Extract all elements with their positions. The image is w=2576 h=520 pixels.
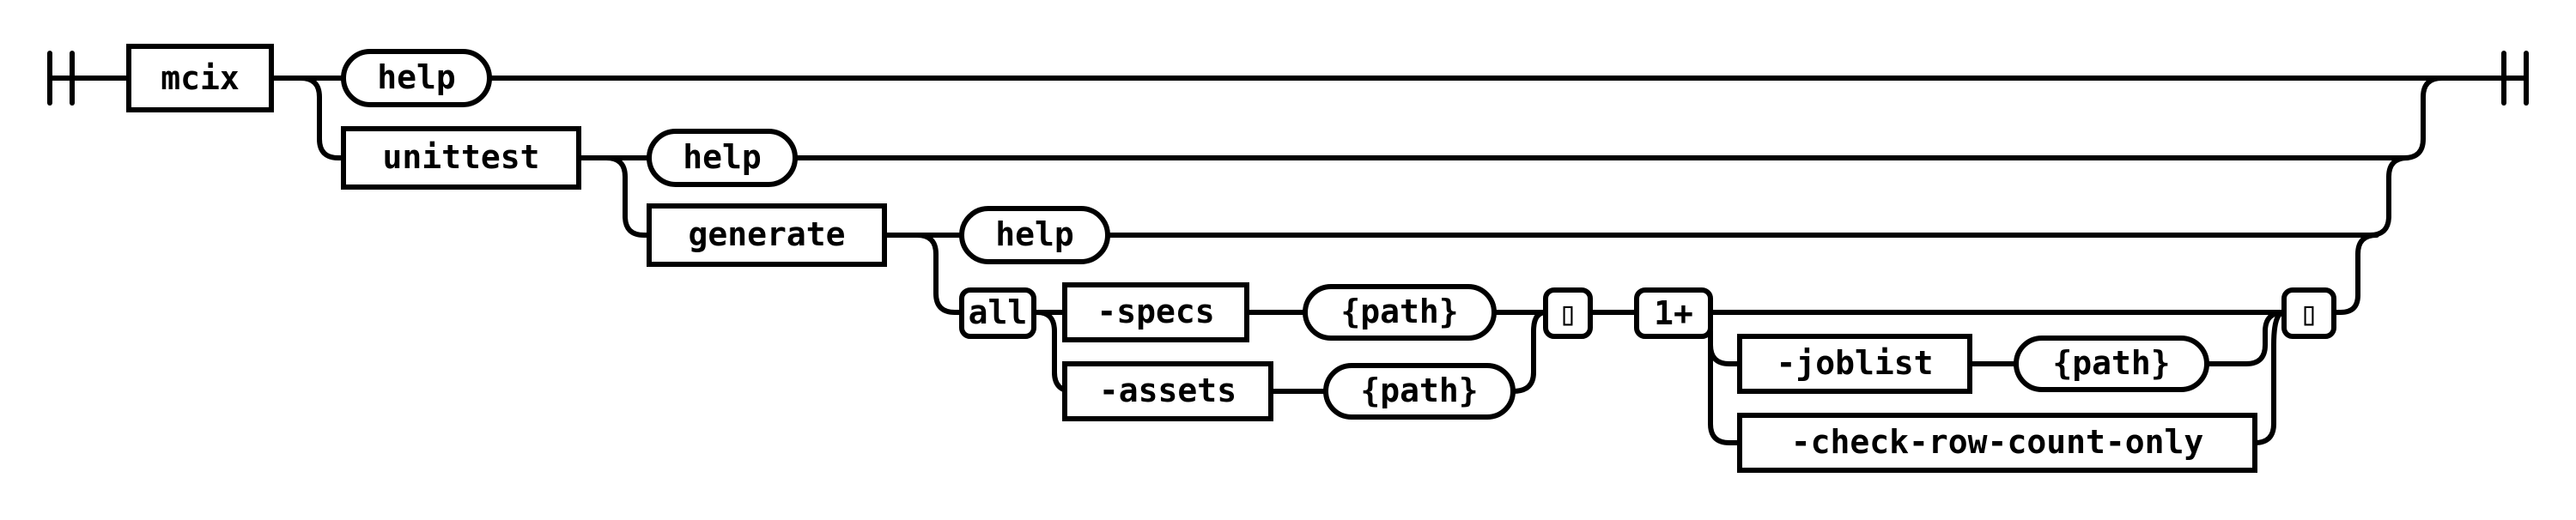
all-label: all — [969, 293, 1028, 331]
joblist-label: -joblist — [1776, 344, 1933, 382]
help-oval-2: help — [647, 129, 798, 187]
assets-path-label: {path} — [1360, 372, 1478, 409]
repeat-label: 1+ — [1654, 294, 1693, 332]
generate-label: generate — [688, 215, 845, 253]
glyph-label-2: ▯ — [2300, 294, 2319, 332]
keyword-all: all — [959, 287, 1036, 339]
terminal-mcix: mcix — [126, 44, 274, 112]
repeat-one-or-more: 1+ — [1634, 287, 1713, 339]
value-specs-path: {path} — [1303, 284, 1497, 341]
value-joblist-path: {path} — [2014, 336, 2209, 392]
unittest-label: unittest — [382, 138, 539, 176]
rails — [47, 76, 2529, 445]
specs-path-label: {path} — [1340, 293, 1458, 330]
option-joblist: -joblist — [1737, 334, 1972, 394]
help-label-1: help — [377, 58, 456, 96]
mcix-label: mcix — [161, 59, 240, 97]
assets-label: -assets — [1099, 372, 1236, 409]
joblist-path-label: {path} — [2052, 344, 2170, 382]
help-label-2: help — [683, 138, 762, 176]
help-oval-3: help — [959, 206, 1110, 264]
help-oval-1: help — [341, 49, 492, 107]
keyword-unittest: unittest — [341, 126, 581, 190]
glyph-box-1: ▯ — [1543, 287, 1593, 339]
option-check-row-count-only: -check-row-count-only — [1737, 413, 2257, 473]
specs-label: -specs — [1097, 293, 1214, 330]
glyph-box-2: ▯ — [2281, 287, 2336, 339]
keyword-generate: generate — [647, 203, 887, 267]
value-assets-path: {path} — [1323, 363, 1516, 420]
help-label-3: help — [995, 215, 1074, 253]
option-assets: -assets — [1062, 361, 1273, 421]
option-specs: -specs — [1062, 282, 1249, 342]
glyph-label-1: ▯ — [1558, 294, 1578, 332]
check-row-count-only-label: -check-row-count-only — [1791, 423, 2203, 461]
